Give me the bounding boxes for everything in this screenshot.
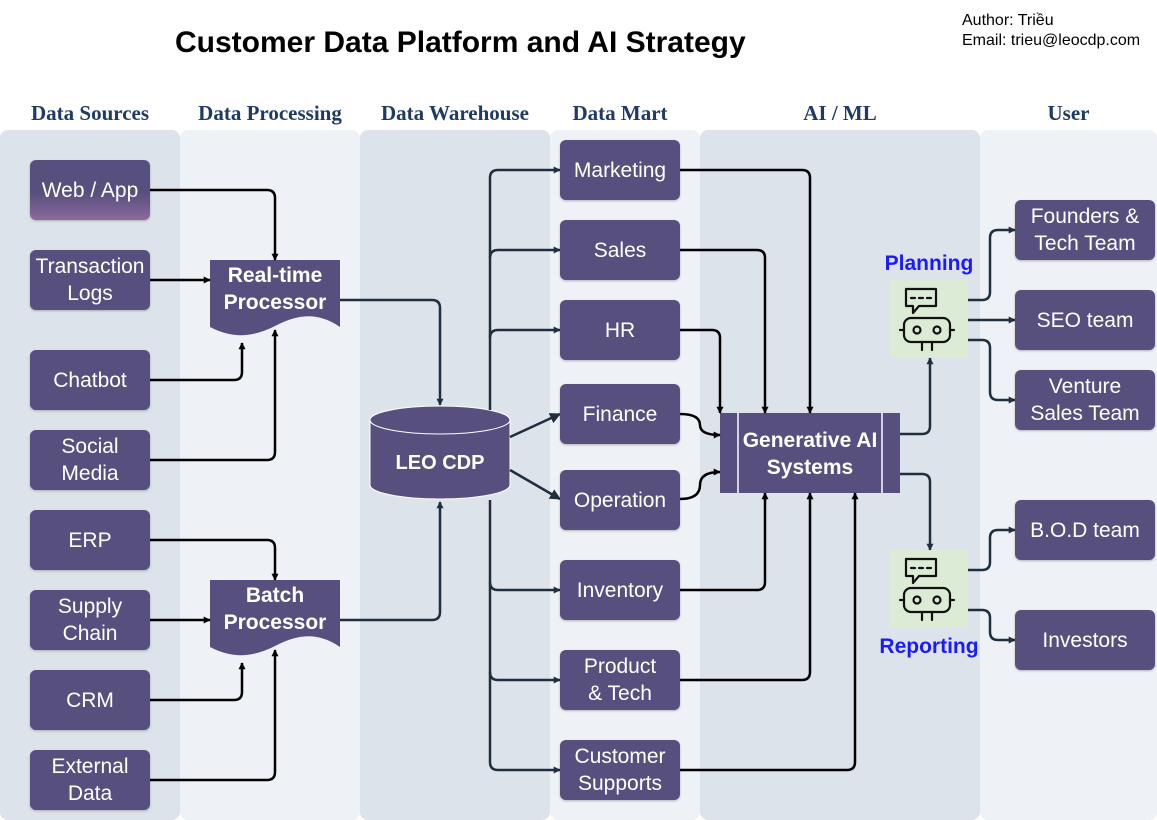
arrow-cdp-to-product (488, 671, 561, 684)
lane-data-processing (180, 130, 360, 820)
source-web-app[interactable]: Web / App (30, 160, 150, 220)
lane-header-data-processing: Data Processing (198, 101, 342, 125)
arrow-cdp-to-finance (509, 412, 561, 439)
user-seo-team[interactable]: SEO team (1015, 290, 1155, 350)
user-bod-team[interactable]: B.O.D team (1015, 500, 1155, 560)
arrow-web-to-realtime (150, 188, 279, 261)
mart-operation[interactable]: Operation (560, 470, 680, 530)
reporting-robot-icon (890, 550, 968, 628)
arrow-planning-to-founders (968, 226, 1016, 302)
author-email: Email: trieu@leocdp.com (962, 32, 1141, 49)
mart-hr[interactable]: HR (560, 300, 680, 360)
arrow-realtime-to-cdp (340, 298, 444, 406)
lane-header-data-sources: Data Sources (30, 101, 150, 125)
author-info: Author: Triều Email: trieu@leocdp.com (962, 11, 1140, 51)
arrow-ai-to-reporting (900, 472, 934, 551)
arrow-finance-to-ai (679, 412, 721, 439)
arrow-product-to-ai (680, 492, 814, 682)
source-erp[interactable]: ERP (30, 510, 150, 570)
arrow-cdp-to-inventory (488, 581, 561, 594)
batch-processor-shape (210, 580, 340, 656)
arrow-cdp-to-operation (509, 468, 561, 501)
lane-header-ai-ml: AI / ML (803, 101, 877, 125)
user-founders-tech-team[interactable]: Founders &Tech Team (1015, 200, 1155, 260)
realtime-processor-shape (210, 260, 340, 336)
mart-inventory[interactable]: Inventory (560, 560, 680, 620)
mart-sales[interactable]: Sales (560, 220, 680, 280)
arrow-planning-to-venture (968, 338, 1016, 404)
mart-marketing[interactable]: Marketing (560, 140, 680, 200)
diagram-title: Customer Data Platform and AI Strategy (175, 26, 746, 59)
planning-robot-icon (890, 280, 968, 358)
arrow-crm-to-batch (150, 662, 246, 702)
arrow-external-to-batch (150, 649, 279, 782)
arrow-customer-to-ai (680, 492, 859, 772)
arrow-marketing-to-ai (680, 168, 814, 414)
source-crm[interactable]: CRM (30, 670, 150, 730)
bus-cdp-up (488, 166, 561, 410)
source-chatbot[interactable]: Chatbot (30, 350, 150, 410)
user-investors[interactable]: Investors (1015, 610, 1155, 670)
arrow-cdp-to-sales (488, 246, 561, 259)
author-name: Author: Triều (962, 12, 1054, 29)
arrow-social-to-realtime (150, 329, 279, 462)
arrow-ai-to-planning (900, 357, 934, 436)
arrow-cdp-to-hr (488, 326, 561, 339)
arrow-batch-to-cdp (340, 501, 444, 622)
lane-header-data-mart: Data Mart (572, 101, 668, 125)
arrow-sales-to-ai (680, 248, 769, 414)
reporting-label: Reporting (879, 635, 979, 658)
arrow-operation-to-ai (679, 468, 721, 501)
lane-header-data-warehouse: Data Warehouse (381, 101, 529, 125)
leo-cdp-cylinder (369, 405, 511, 500)
planning-label: Planning (884, 252, 974, 275)
mart-product-tech[interactable]: Product& Tech (560, 650, 680, 710)
arrow-hr-to-ai (680, 328, 724, 414)
lane-header-user: User (1047, 101, 1090, 125)
mart-finance[interactable]: Finance (560, 384, 680, 444)
arrow-reporting-to-bod (968, 526, 1016, 572)
bus-cdp-down (488, 500, 561, 774)
arrow-reporting-to-investors (968, 608, 1016, 644)
arrow-inventory-to-ai (680, 492, 769, 592)
generative-ai-box (720, 413, 900, 493)
arrow-erp-to-batch (150, 538, 279, 581)
arrow-chatbot-to-realtime (150, 342, 246, 382)
leo-cdp-label[interactable]: LEO CDP (395, 452, 485, 474)
